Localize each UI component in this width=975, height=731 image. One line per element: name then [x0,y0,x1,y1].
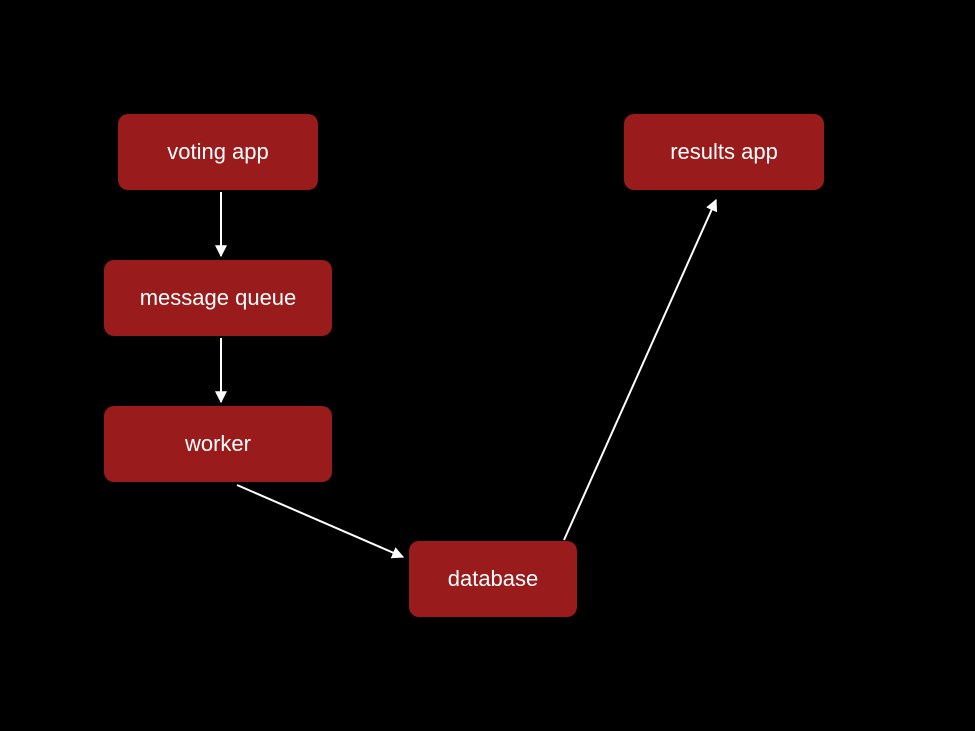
database-node: database [409,541,577,617]
arrow-worker-to-database [236,484,405,559]
results-app-node: results app [624,114,824,190]
arrow-database-to-results [563,198,718,541]
database-label: database [447,566,539,591]
worker-label: worker [184,431,251,456]
voting-app-label: voting app [167,139,269,164]
message-queue-label: message queue [139,285,297,310]
voting-app-node: voting app [118,114,318,190]
worker-node: worker [104,406,332,482]
message-queue-node: message queue [104,260,332,336]
results-app-label: results app [670,139,778,164]
